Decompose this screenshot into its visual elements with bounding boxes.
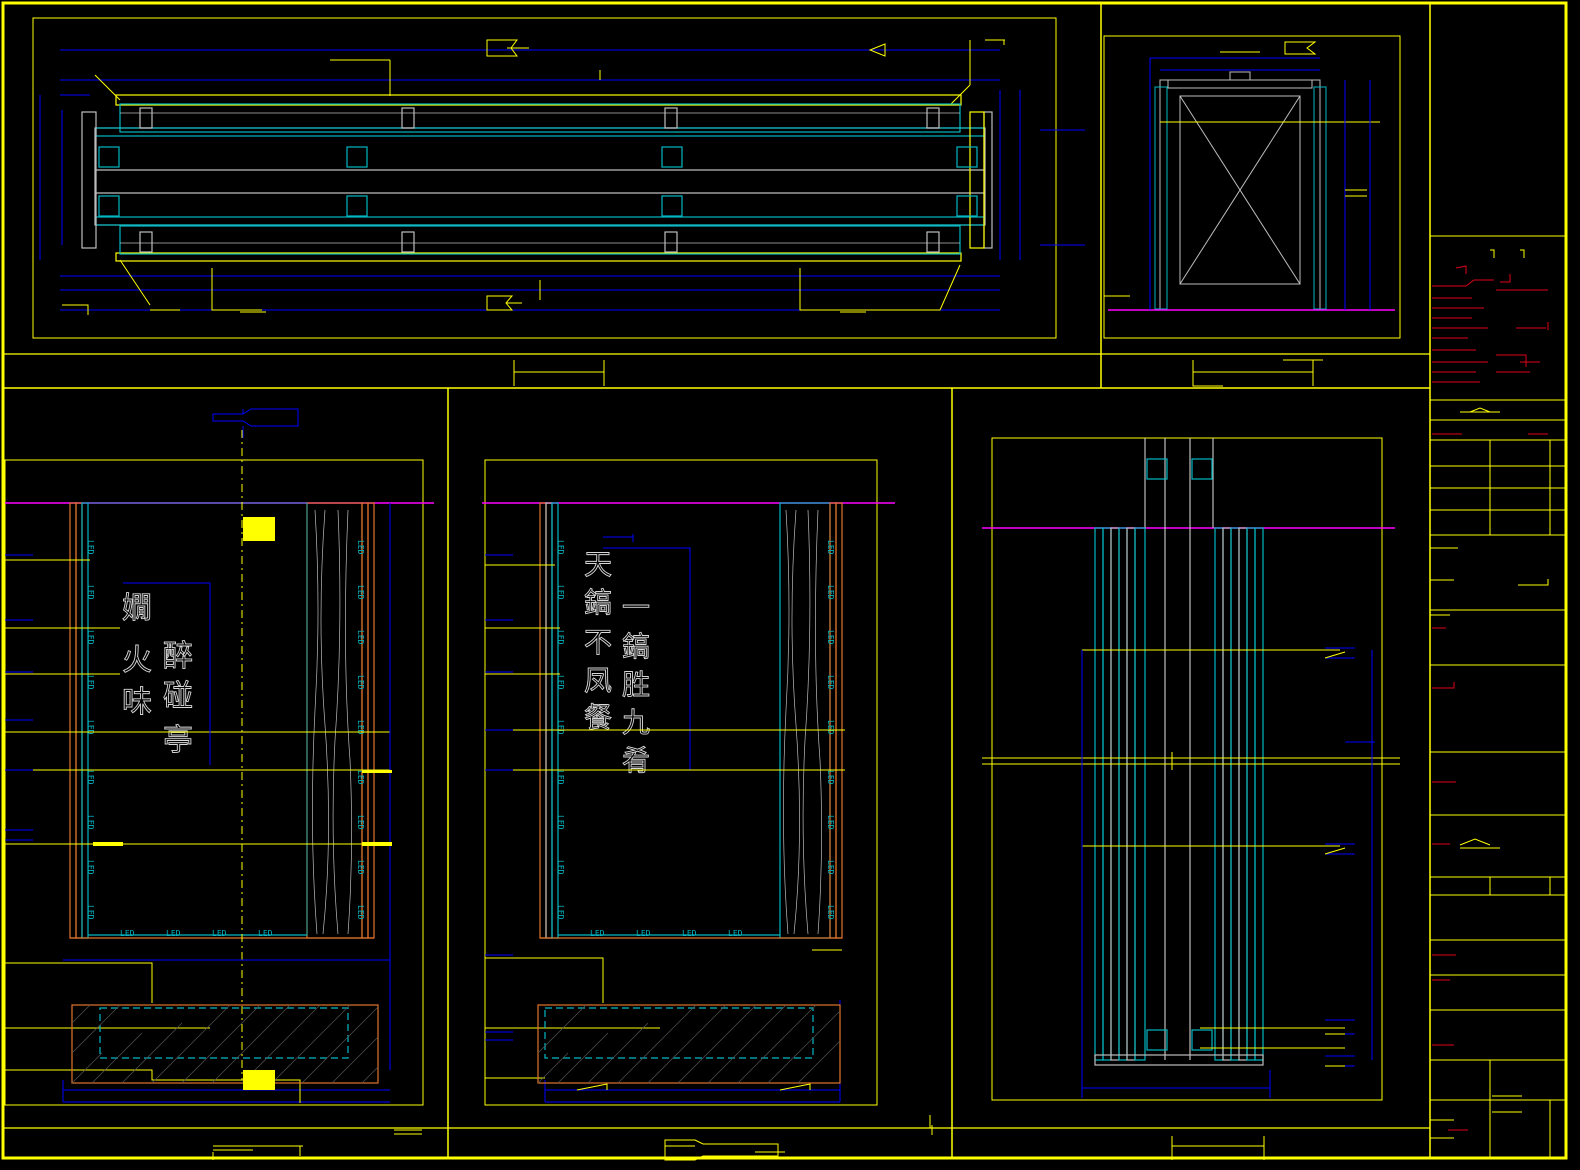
led-label: LED bbox=[86, 630, 95, 645]
led-label: LED bbox=[826, 720, 835, 735]
led-label: LED bbox=[556, 675, 565, 690]
led-label: LED bbox=[356, 905, 365, 920]
led-label: LED bbox=[356, 815, 365, 830]
calligraphy-char: 鎬 bbox=[622, 630, 650, 663]
led-label: LED bbox=[556, 860, 565, 875]
led-label: LED bbox=[356, 770, 365, 785]
led-label: LED bbox=[826, 905, 835, 920]
led-label: LED bbox=[120, 929, 135, 938]
calligraphy-char: 醉 bbox=[163, 639, 193, 674]
led-label: LED bbox=[86, 675, 95, 690]
led-label: LED bbox=[86, 720, 95, 735]
led-label: LED bbox=[556, 770, 565, 785]
calligraphy-char: 凤 bbox=[584, 664, 612, 697]
calligraphy-mid: 天 鎬 不 凤 餐 一 鎬 胜 九 肴 bbox=[584, 548, 651, 778]
title-block-notes bbox=[1432, 265, 1549, 1131]
side-elevation-view bbox=[982, 437, 1400, 1160]
calligraphy-char: 味 bbox=[122, 685, 152, 720]
led-label: LED bbox=[636, 929, 651, 938]
led-label: LED bbox=[556, 720, 565, 735]
calligraphy-char: 胜 bbox=[622, 668, 650, 701]
led-label: LED bbox=[556, 815, 565, 830]
led-label: LED bbox=[356, 630, 365, 645]
led-label: LED bbox=[258, 929, 273, 938]
led-label: LED bbox=[356, 720, 365, 735]
led-label: LED bbox=[166, 929, 181, 938]
led-label: LED bbox=[212, 929, 227, 938]
calligraphy-char: 碰 bbox=[163, 679, 193, 714]
led-label: LED bbox=[556, 540, 565, 555]
led-label: LED bbox=[86, 540, 95, 555]
calligraphy-char: 肴 bbox=[622, 744, 650, 777]
led-label: LED bbox=[86, 860, 95, 875]
calligraphy-char: 餐 bbox=[584, 701, 612, 734]
plan-section-view bbox=[32, 17, 1085, 339]
calligraphy-char: 一 bbox=[622, 591, 650, 624]
led-label: LED bbox=[556, 630, 565, 645]
led-label: LED bbox=[86, 905, 95, 920]
elevation-left-view: LED LED LED LED LED LED LED LED LED LED … bbox=[4, 408, 434, 1160]
side-section-view bbox=[1103, 35, 1401, 339]
calligraphy-char: 火 bbox=[122, 643, 152, 678]
calligraphy-char: 不 bbox=[584, 626, 612, 659]
led-label: LED bbox=[356, 860, 365, 875]
view-title-marks-top bbox=[513, 359, 1323, 387]
led-label: LED bbox=[826, 630, 835, 645]
led-labels-left: LED LED LED LED LED LED LED LED LED LED … bbox=[86, 540, 365, 938]
title-block bbox=[1430, 235, 1566, 1158]
calligraphy-char: 亭 bbox=[163, 723, 193, 758]
calligraphy-char: 嫺 bbox=[122, 591, 152, 626]
led-label: LED bbox=[826, 815, 835, 830]
calligraphy-left: 嫺 火 味 醉 碰 亭 bbox=[122, 591, 194, 759]
led-label: LED bbox=[356, 675, 365, 690]
led-label: LED bbox=[356, 585, 365, 600]
calligraphy-char: 鎬 bbox=[584, 586, 612, 619]
misc-ticks bbox=[929, 1115, 933, 1135]
led-label: LED bbox=[826, 540, 835, 555]
led-label: LED bbox=[86, 585, 95, 600]
led-label: LED bbox=[590, 929, 605, 938]
led-label: LED bbox=[356, 540, 365, 555]
calligraphy-char: 天 bbox=[584, 548, 612, 581]
calligraphy-char: 九 bbox=[622, 706, 650, 739]
led-label: LED bbox=[556, 585, 565, 600]
led-label: LED bbox=[826, 770, 835, 785]
led-labels-mid: LED LED LED LED LED LED LED LED LED LED … bbox=[556, 540, 835, 938]
led-label: LED bbox=[826, 585, 835, 600]
led-label: LED bbox=[682, 929, 697, 938]
led-label: LED bbox=[826, 675, 835, 690]
led-label: LED bbox=[556, 905, 565, 920]
led-label: LED bbox=[826, 860, 835, 875]
elevation-mid-view: LED LED LED LED LED LED LED LED LED LED … bbox=[482, 459, 895, 1161]
led-label: LED bbox=[728, 929, 743, 938]
led-label: LED bbox=[86, 770, 95, 785]
led-label: LED bbox=[86, 815, 95, 830]
